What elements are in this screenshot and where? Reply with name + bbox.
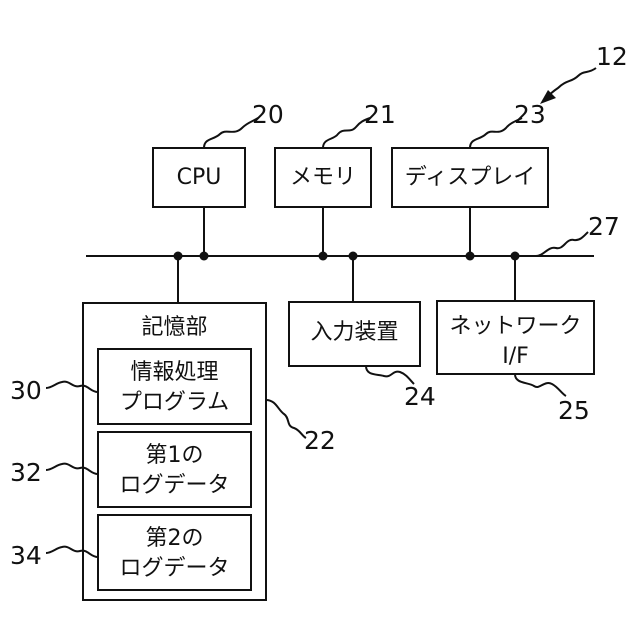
program-label-line1: 情報処理 — [98, 358, 251, 388]
log1-label: 第1の ログデータ — [98, 441, 251, 500]
leader-34 — [46, 547, 98, 557]
leader-12 — [546, 68, 596, 98]
log2-label: 第2の ログデータ — [98, 524, 251, 583]
ref-22: 22 — [304, 428, 336, 453]
input-device-label: 入力装置 — [289, 322, 420, 344]
leader-21 — [323, 118, 370, 148]
storage-label: 記憶部 — [83, 317, 266, 339]
network-if-label: ネットワーク I/F — [437, 312, 594, 371]
junction-dot — [349, 252, 358, 261]
program-label: 情報処理 プログラム — [98, 358, 251, 417]
leader-22 — [266, 400, 306, 438]
junction-dot — [511, 252, 520, 261]
log1-label-line2: ログデータ — [98, 471, 251, 501]
ref-25: 25 — [558, 398, 590, 423]
leader-25 — [515, 374, 566, 396]
log1-label-line1: 第1の — [98, 441, 251, 471]
network-if-label-line2: I/F — [437, 342, 594, 372]
display-label: ディスプレイ — [392, 167, 548, 189]
ref-30: 30 — [10, 378, 42, 403]
ref-23: 23 — [514, 102, 546, 127]
ref-12: 12 — [596, 44, 628, 69]
junction-dot — [319, 252, 328, 261]
leader-30 — [46, 382, 98, 392]
ref-20: 20 — [252, 102, 284, 127]
log2-label-line1: 第2の — [98, 524, 251, 554]
ref-32: 32 — [10, 460, 42, 485]
leader-20 — [204, 118, 258, 148]
network-if-label-line1: ネットワーク — [437, 312, 594, 342]
cpu-label: CPU — [153, 167, 245, 189]
ref-21: 21 — [364, 102, 396, 127]
junction-dot — [466, 252, 475, 261]
ref-24: 24 — [404, 384, 436, 409]
log2-label-line2: ログデータ — [98, 554, 251, 584]
leader-27 — [536, 232, 588, 256]
leader-32 — [46, 464, 98, 474]
memory-label: メモリ — [275, 167, 371, 189]
junction-dot — [200, 252, 209, 261]
ref-34: 34 — [10, 543, 42, 568]
ref-27: 27 — [588, 214, 620, 239]
junction-dot — [174, 252, 183, 261]
program-label-line2: プログラム — [98, 388, 251, 418]
